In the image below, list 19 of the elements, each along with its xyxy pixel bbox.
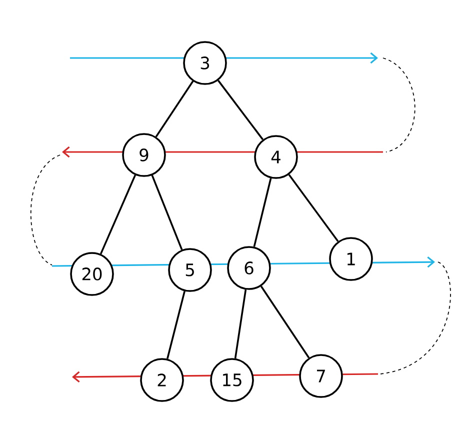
tree-edge: [100, 174, 136, 254]
tree-node: 15: [210, 358, 254, 402]
tree-edge: [155, 80, 194, 138]
tree-node: 7: [299, 354, 343, 398]
tree-node: 9: [122, 133, 166, 177]
tree-edge: [260, 286, 310, 358]
tree-edge: [253, 178, 272, 247]
tree-node: 4: [254, 135, 298, 179]
tree-node: 3: [183, 41, 227, 85]
tree-edge: [288, 174, 339, 242]
tree-node: 6: [227, 246, 271, 290]
tree-node: 20: [70, 252, 114, 296]
tree-edge: [234, 290, 247, 358]
tree-edge: [166, 291, 186, 359]
tree-node: 5: [168, 248, 212, 292]
tree-edge: [151, 175, 183, 250]
tree-edge: [217, 80, 264, 140]
tree-node: 1: [329, 237, 373, 281]
tree-node: 2: [140, 358, 184, 402]
